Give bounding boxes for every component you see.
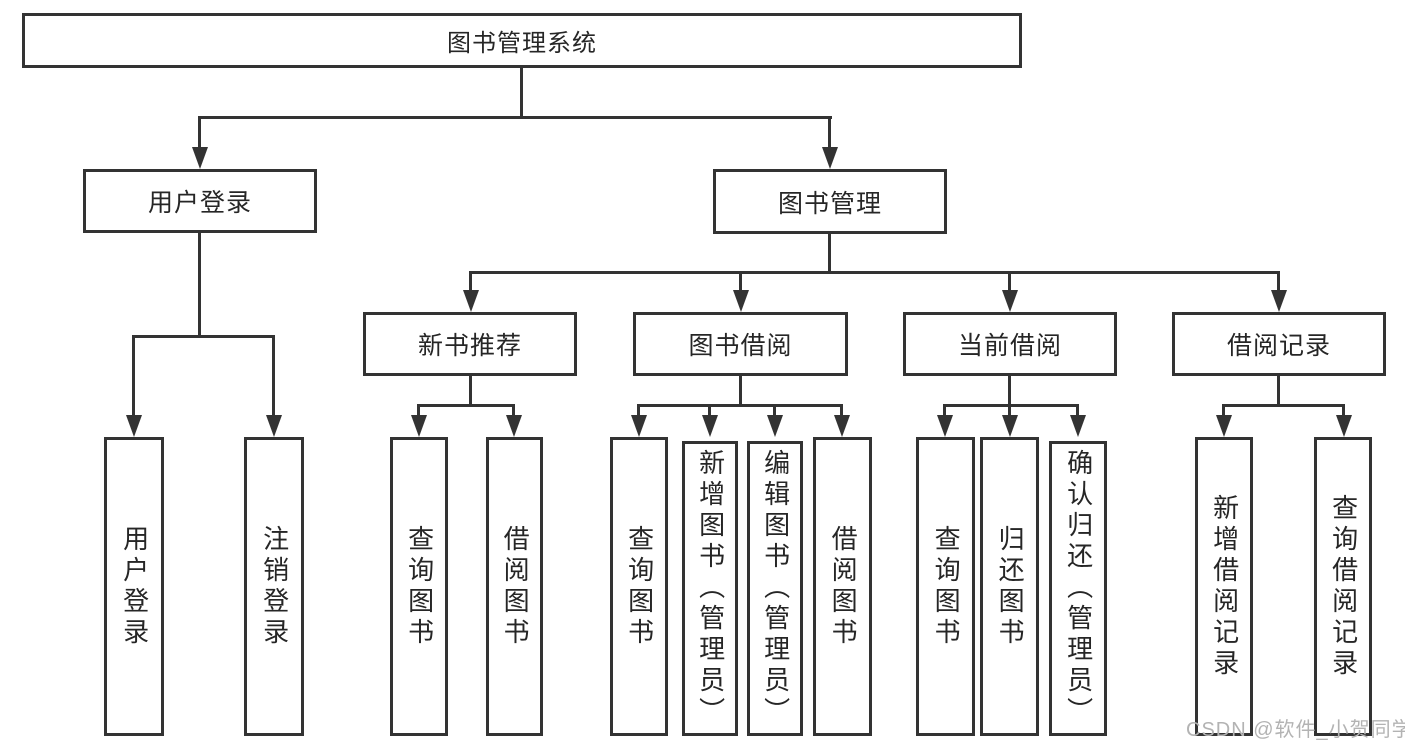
- connector-segment: [132, 335, 135, 417]
- node-label: 当前借阅: [957, 332, 1062, 360]
- node-new-book-recommend: 新书推荐: [363, 312, 577, 376]
- connector-segment: [739, 271, 742, 292]
- node-label: 注销登录: [259, 524, 290, 649]
- leaf-query-books-current: 查询图书: [916, 437, 975, 736]
- node-user-login: 用户登录: [83, 169, 317, 233]
- node-label: 图书管理: [777, 189, 882, 218]
- node-borrow-record: 借阅记录: [1172, 312, 1386, 376]
- node-label: 图书管理系统: [447, 30, 597, 57]
- leaf-borrow-books-recommend: 借阅图书: [486, 437, 543, 736]
- node-label: 借阅图书: [500, 524, 531, 649]
- arrow-down-icon: [411, 415, 427, 437]
- connector-segment: [638, 404, 843, 407]
- arrow-down-icon: [1336, 415, 1352, 437]
- connector-segment: [520, 68, 523, 119]
- leaf-query-books-recommend: 查询图书: [390, 437, 448, 736]
- leaf-user-login: 用户登录: [104, 437, 164, 736]
- connector-segment: [417, 404, 420, 417]
- arrow-down-icon: [1070, 415, 1086, 437]
- connector-segment: [272, 335, 275, 417]
- connector-segment: [828, 116, 831, 149]
- connector-segment: [1008, 376, 1011, 407]
- leaf-query-borrow-record: 查询借阅记录: [1314, 437, 1372, 736]
- connector-segment: [418, 404, 515, 407]
- arrow-down-icon: [822, 147, 838, 169]
- watermark-text: CSDN @软件_小贺同学: [1186, 719, 1405, 741]
- node-book-borrow: 图书借阅: [633, 312, 848, 376]
- node-label: 查询图书: [931, 524, 962, 649]
- node-label: 新书推荐: [417, 332, 522, 360]
- arrow-down-icon: [1002, 290, 1018, 312]
- node-label: 借阅图书: [828, 524, 859, 649]
- node-label: 查询图书: [404, 524, 435, 649]
- node-current-borrow: 当前借阅: [903, 312, 1117, 376]
- connector-segment: [944, 404, 1079, 407]
- connector-segment: [708, 404, 711, 417]
- leaf-edit-book-admin: 编辑图书（管理员）: [747, 441, 803, 736]
- connector-segment: [1277, 271, 1280, 292]
- node-label: 确认归还（管理员）: [1063, 449, 1094, 728]
- leaf-query-books-borrow: 查询图书: [610, 437, 668, 736]
- connector-segment: [1277, 376, 1280, 407]
- arrow-down-icon: [266, 415, 282, 437]
- arrow-down-icon: [1002, 415, 1018, 437]
- arrow-down-icon: [192, 147, 208, 169]
- leaf-add-borrow-record: 新增借阅记录: [1195, 437, 1253, 736]
- connector-segment: [1076, 404, 1079, 417]
- connector-segment: [469, 376, 472, 407]
- node-label: 查询借阅记录: [1328, 493, 1359, 680]
- node-label: 新增图书（管理员）: [695, 449, 726, 728]
- connector-segment: [198, 232, 201, 338]
- node-label: 查询图书: [624, 524, 655, 649]
- connector-segment: [828, 234, 831, 274]
- node-label: 新增借阅记录: [1209, 493, 1240, 680]
- connector-segment: [1008, 271, 1011, 292]
- node-book-management: 图书管理: [713, 169, 947, 234]
- node-label: 用户登录: [147, 189, 252, 217]
- connector-segment: [1222, 404, 1225, 417]
- node-label: 用户登录: [119, 524, 150, 649]
- arrow-down-icon: [767, 415, 783, 437]
- connector-segment: [943, 404, 946, 417]
- connector-segment: [1223, 404, 1344, 407]
- node-root-library-system: 图书管理系统: [22, 13, 1022, 68]
- arrow-down-icon: [1216, 415, 1232, 437]
- node-label: 借阅记录: [1226, 332, 1331, 360]
- arrow-down-icon: [506, 415, 522, 437]
- arrow-down-icon: [126, 415, 142, 437]
- connector-segment: [469, 271, 472, 292]
- connector-segment: [739, 376, 742, 407]
- arrow-down-icon: [631, 415, 647, 437]
- connector-segment: [637, 404, 640, 417]
- arrow-down-icon: [733, 290, 749, 312]
- connector-segment: [840, 404, 843, 417]
- node-label: 归还图书: [995, 524, 1026, 649]
- connector-segment: [1008, 404, 1011, 417]
- node-label: 编辑图书（管理员）: [760, 449, 791, 728]
- connector-segment: [773, 404, 776, 417]
- connector-segment: [198, 116, 201, 149]
- leaf-borrow-books: 借阅图书: [813, 437, 872, 736]
- connector-segment: [133, 335, 275, 338]
- arrow-down-icon: [834, 415, 850, 437]
- leaf-add-book-admin: 新增图书（管理员）: [682, 441, 738, 736]
- leaf-logout: 注销登录: [244, 437, 304, 736]
- arrow-down-icon: [463, 290, 479, 312]
- connector-segment: [1342, 404, 1345, 417]
- node-label: 图书借阅: [688, 332, 793, 360]
- arrow-down-icon: [937, 415, 953, 437]
- arrow-down-icon: [702, 415, 718, 437]
- arrow-down-icon: [1271, 290, 1287, 312]
- leaf-confirm-return-admin: 确认归还（管理员）: [1049, 441, 1107, 736]
- connector-segment: [198, 116, 832, 119]
- connector-segment: [512, 404, 515, 417]
- leaf-return-books: 归还图书: [980, 437, 1039, 736]
- connector-segment: [469, 271, 1280, 274]
